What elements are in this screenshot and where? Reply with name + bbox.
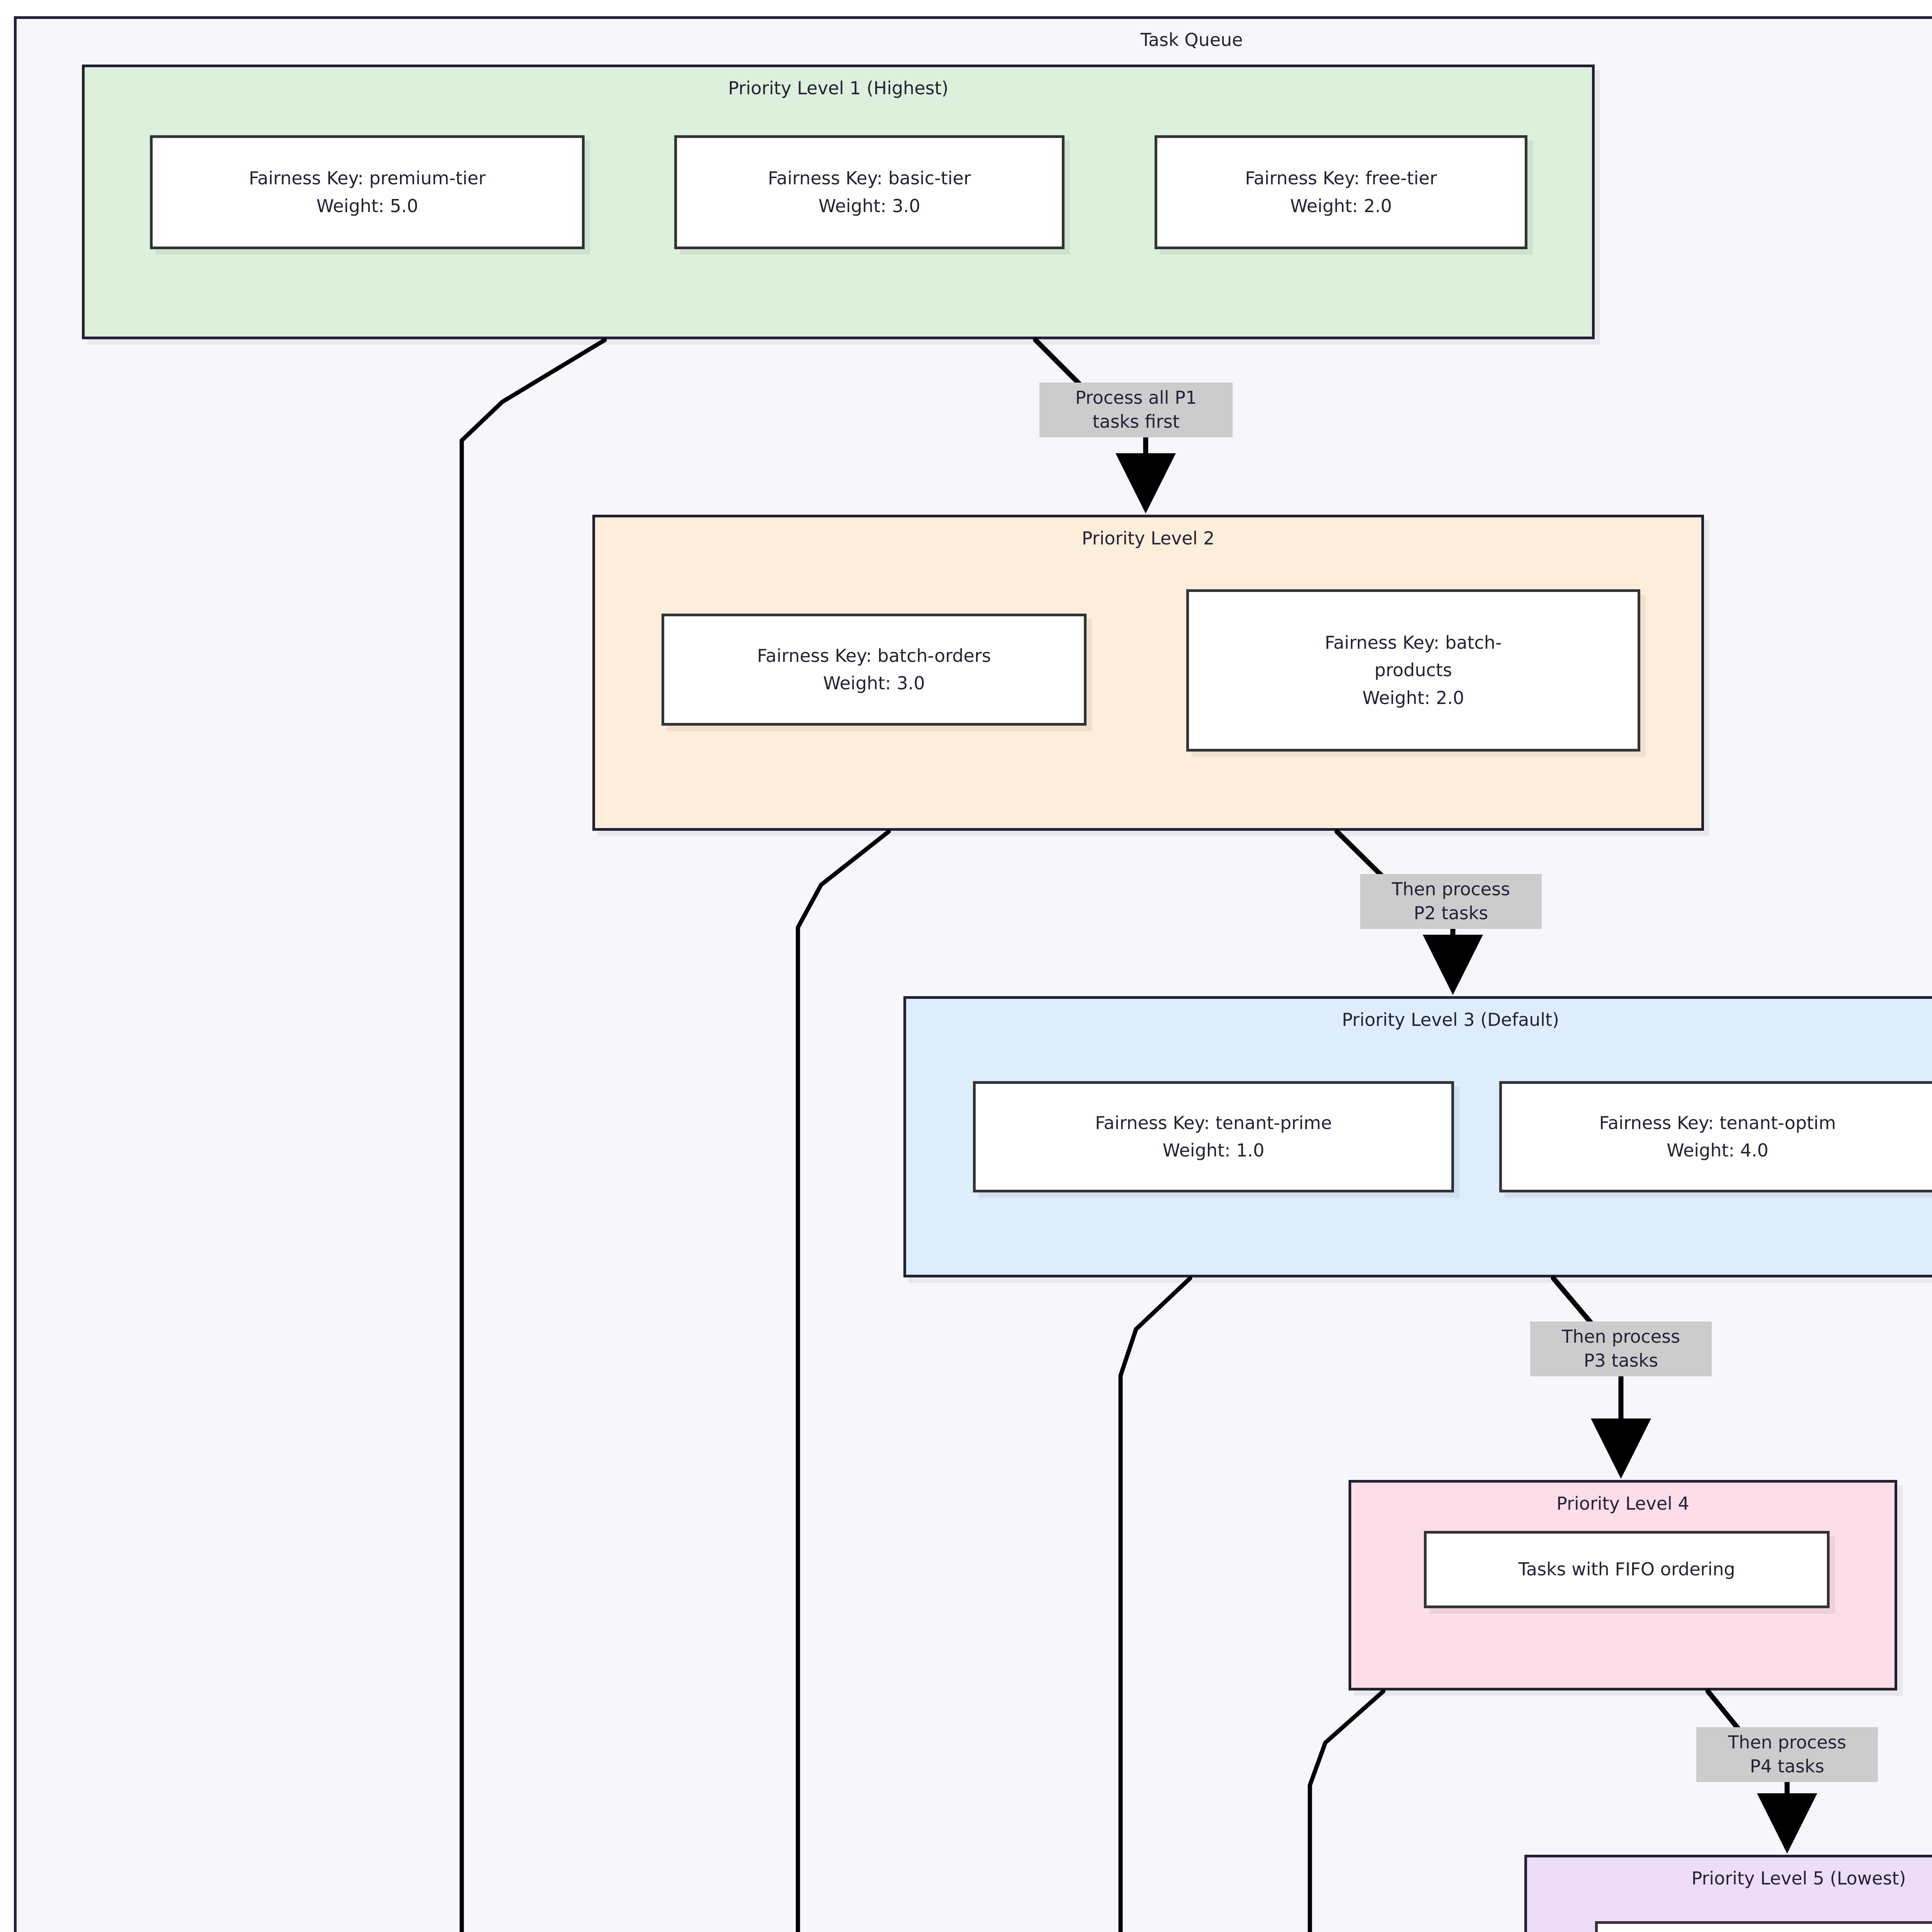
edge-label-process-all-p1: Process all P1 tasks first	[1039, 383, 1233, 438]
fairness-key-card-batch-products[interactable]: Fairness Key: batch- products Weight: 2.…	[1186, 589, 1640, 752]
fairness-key-card-tenant-optim[interactable]: Fairness Key: tenant-optim Weight: 4.0	[1499, 1081, 1932, 1192]
edge-label-line-2: P3 tasks	[1583, 1350, 1658, 1371]
fairness-key-label-line-2: products	[1374, 660, 1452, 681]
fairness-key-label: Fairness Key: basic-tier	[768, 168, 971, 189]
edge-label-line-1: Then process	[1391, 879, 1510, 900]
fairness-key-label: Fairness Key: tenant-optim	[1599, 1112, 1836, 1133]
weight-label: Weight: 2.0	[1290, 195, 1392, 216]
weight-label: Weight: 3.0	[823, 673, 925, 694]
cluster-priority-level-4-title: Priority Level 4	[1556, 1493, 1689, 1514]
fairness-key-label: Fairness Key: batch-orders	[757, 645, 991, 666]
edge-label-then-process-p2: Then process P2 tasks	[1360, 874, 1542, 929]
weight-label: Weight: 4.0	[1667, 1140, 1769, 1161]
weight-label: Weight: 2.0	[1362, 687, 1464, 708]
fairness-key-card-tenant-prime[interactable]: Fairness Key: tenant-prime Weight: 1.0	[973, 1081, 1454, 1192]
edge-label-line-1: Process all P1	[1075, 387, 1197, 408]
cluster-priority-level-2-title: Priority Level 2	[1082, 528, 1215, 549]
edge-label-line-1: Then process	[1728, 1732, 1847, 1753]
fairness-key-label-line-1: Fairness Key: batch-	[1325, 632, 1502, 653]
cluster-priority-level-1-title: Priority Level 1 (Highest)	[728, 78, 949, 99]
edge-label-then-process-p3: Then process P3 tasks	[1530, 1321, 1712, 1377]
fairness-key-card-free-tier[interactable]: Fairness Key: free-tier Weight: 2.0	[1155, 135, 1527, 249]
cluster-task-queue-title: Task Queue	[1140, 29, 1243, 50]
edge-label-line-2: tasks first	[1092, 411, 1180, 432]
fairness-key-card-batch-orders[interactable]: Fairness Key: batch-orders Weight: 3.0	[662, 614, 1087, 726]
fifo-tasks-card-p5[interactable]: Tasks with FIFO ordering	[1595, 1921, 1932, 1932]
edge-label-line-1: Then process	[1561, 1326, 1680, 1347]
fifo-label: Tasks with FIFO ordering	[1518, 1559, 1735, 1580]
fifo-tasks-card-p4[interactable]: Tasks with FIFO ordering	[1424, 1531, 1830, 1608]
fairness-key-card-basic-tier[interactable]: Fairness Key: basic-tier Weight: 3.0	[674, 135, 1065, 249]
weight-label: Weight: 1.0	[1162, 1140, 1265, 1161]
fairness-key-label: Fairness Key: tenant-prime	[1095, 1112, 1332, 1133]
cluster-priority-level-5: Priority Level 5 (Lowest)	[1524, 1855, 1932, 1932]
cluster-priority-level-3-title: Priority Level 3 (Default)	[1342, 1009, 1560, 1030]
edge-label-then-process-p4: Then process P4 tasks	[1696, 1727, 1878, 1782]
fairness-key-card-premium-tier[interactable]: Fairness Key: premium-tier Weight: 5.0	[150, 135, 585, 249]
fairness-key-label: Fairness Key: free-tier	[1245, 168, 1437, 189]
cluster-priority-level-5-title: Priority Level 5 (Lowest)	[1691, 1868, 1906, 1889]
edge-label-line-2: P4 tasks	[1750, 1756, 1825, 1777]
weight-label: Weight: 5.0	[316, 195, 418, 216]
edge-label-line-2: P2 tasks	[1413, 903, 1488, 924]
fairness-key-label: Fairness Key: premium-tier	[248, 168, 486, 189]
weight-label: Weight: 3.0	[818, 195, 920, 216]
